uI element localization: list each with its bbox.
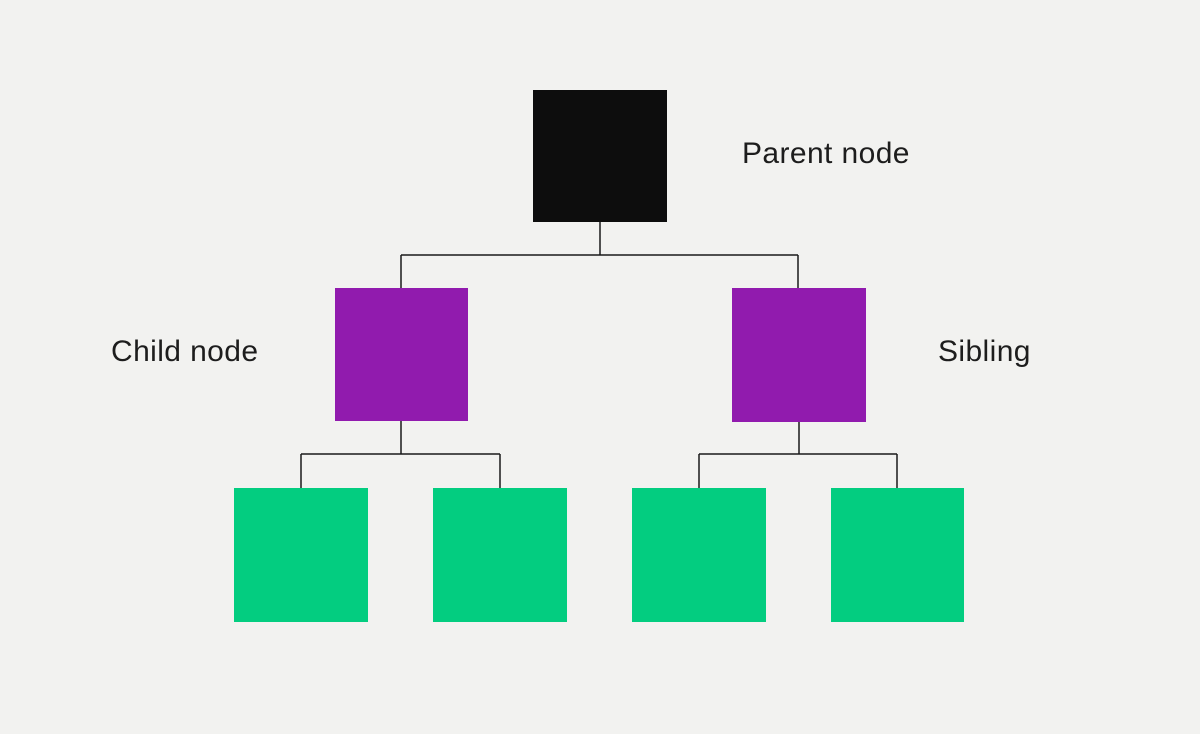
connector-path bbox=[300, 222, 898, 489]
leaf-node-box-3 bbox=[632, 488, 766, 622]
leaf-node-box-1 bbox=[234, 488, 368, 622]
parent-node-box bbox=[533, 90, 667, 222]
child-node-label: Child node bbox=[111, 335, 259, 368]
sibling-node-label: Sibling bbox=[938, 335, 1031, 368]
leaf-node-box-4 bbox=[831, 488, 964, 622]
parent-node-label: Parent node bbox=[742, 137, 910, 170]
sibling-node-box bbox=[732, 288, 866, 422]
child-node-box bbox=[335, 288, 468, 421]
leaf-node-box-2 bbox=[433, 488, 567, 622]
